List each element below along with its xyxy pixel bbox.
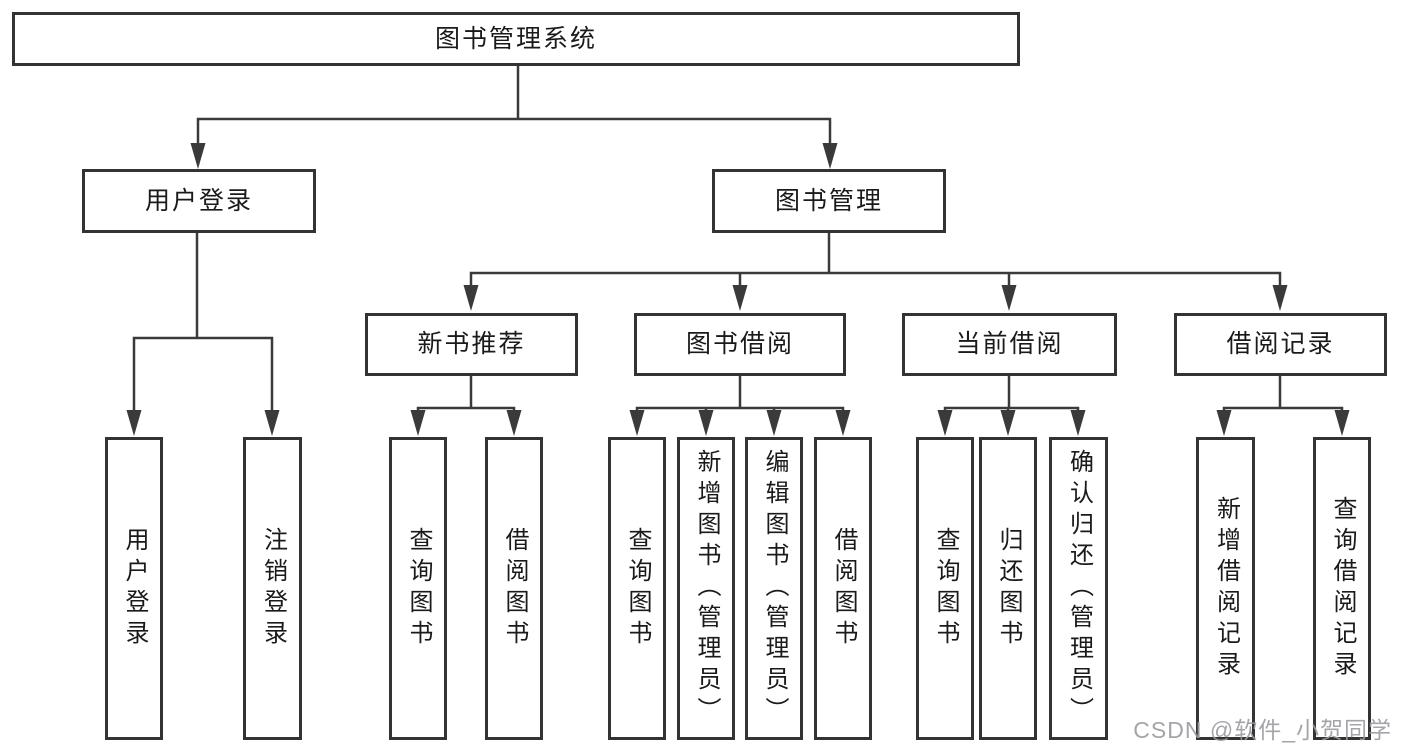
connector-userlogin-to-leaves: [132, 233, 274, 413]
node-book-borrowing: 图书借阅: [634, 313, 846, 376]
node-book-management: 图书管理: [712, 169, 946, 233]
node-leaf-add-borrow-record: 新增借阅记录: [1196, 437, 1255, 740]
node-leaf-query-book-3: 查询图书: [916, 437, 974, 740]
connector-bookmgmt-to-level3: [469, 233, 1282, 288]
node-leaf-return-book: 归还图书: [979, 437, 1037, 740]
node-root-system: 图书管理系统: [12, 12, 1020, 66]
node-current-borrowing: 当前借阅: [902, 313, 1117, 376]
node-leaf-query-book-2: 查询图书: [608, 437, 666, 740]
node-new-book-recommend: 新书推荐: [365, 313, 578, 376]
node-leaf-confirm-return-admin: 确认归还（管理员）: [1049, 437, 1108, 740]
node-borrowing-records: 借阅记录: [1174, 313, 1387, 376]
node-leaf-borrow-book-2: 借阅图书: [814, 437, 872, 740]
node-leaf-borrow-book-1: 借阅图书: [485, 437, 543, 740]
connector-borrowing-to-leaves: [635, 376, 845, 413]
node-leaf-add-book-admin: 新增图书（管理员）: [677, 437, 735, 740]
connector-newbook-to-leaves: [416, 376, 516, 413]
node-leaf-logout: 注销登录: [243, 437, 302, 740]
node-leaf-user-login: 用户登录: [105, 437, 163, 740]
node-leaf-edit-book-admin: 编辑图书（管理员）: [745, 437, 803, 740]
connector-records-to-leaves: [1222, 376, 1344, 413]
csdn-watermark: CSDN @软件_小贺同学: [1133, 717, 1392, 743]
node-leaf-query-book-1: 查询图书: [389, 437, 447, 740]
node-user-login: 用户登录: [82, 169, 316, 233]
connector-root-to-level2: [196, 66, 832, 146]
connector-current-to-leaves: [943, 376, 1080, 413]
node-leaf-query-borrow-record: 查询借阅记录: [1313, 437, 1371, 740]
